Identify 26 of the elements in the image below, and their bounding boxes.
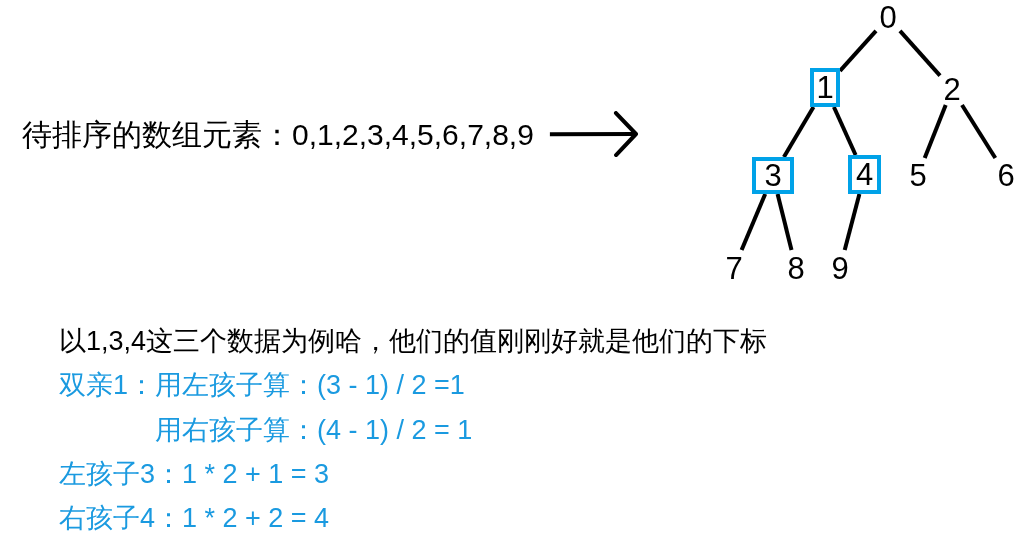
node-number: 6 <box>994 158 1018 192</box>
tree-edge <box>739 193 768 251</box>
number-box: 1 <box>810 68 840 107</box>
node-number: 7 <box>722 250 746 286</box>
tree-edge <box>832 106 858 156</box>
arrow <box>549 111 638 158</box>
formula-text: 双亲1：用左孩子算：(3 - 1) / 2 =1 <box>59 369 465 402</box>
tree-edge <box>782 106 816 158</box>
formula-text: 左孩子3：1 * 2 + 1 = 3 <box>59 458 330 491</box>
note-text: 以1,3,4这三个数据为例哈，他们的值刚刚好就是他们的下标 <box>59 325 768 358</box>
node-number: 8 <box>784 250 808 286</box>
number-box: 3 <box>752 157 794 194</box>
formula-text: 右孩子4：1 * 2 + 2 = 4 <box>59 502 330 535</box>
formula-text: 用右孩子算：(4 - 1) / 2 = 1 <box>155 414 473 447</box>
number-box: 4 <box>848 155 881 194</box>
tree-edge <box>838 29 878 73</box>
tree-edge <box>922 104 948 159</box>
tree-edge <box>842 193 862 251</box>
node-number: 9 <box>828 250 852 286</box>
node-number: 2 <box>940 73 964 105</box>
tree-edge <box>898 29 942 77</box>
node-number: 0 <box>876 2 900 33</box>
tree-edge <box>960 103 997 160</box>
description-text: 待排序的数组元素：0,1,2,3,4,5,6,7,8,9 <box>22 115 550 155</box>
node-number: 5 <box>906 158 930 192</box>
tree-edge <box>775 193 794 251</box>
